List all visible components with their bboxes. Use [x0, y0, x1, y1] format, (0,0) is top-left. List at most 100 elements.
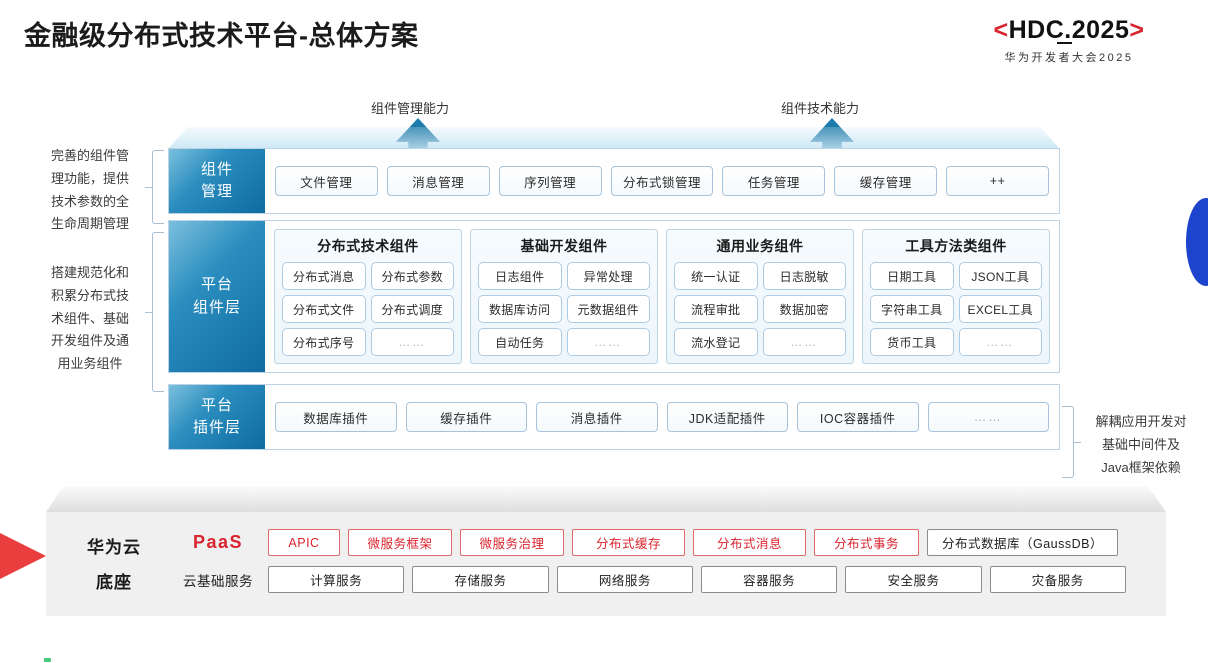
group-grid-general-business: 统一认证 日志脱敏 流程审批 数据加密 流水登记 ……: [674, 262, 846, 356]
cell-json-tool[interactable]: JSON工具: [958, 262, 1042, 290]
group-distributed-tech: 分布式技术组件 分布式消息 分布式参数 分布式文件 分布式调度 分布式序号 ……: [274, 229, 462, 364]
hdc-right-bracket-icon: >: [1129, 16, 1145, 44]
base-chip-security-service[interactable]: 安全服务: [845, 566, 982, 593]
base-chip-network-service[interactable]: 网络服务: [556, 566, 693, 593]
right-brace-plugin: [1062, 406, 1074, 478]
chip-cache-management[interactable]: 缓存管理: [834, 166, 938, 196]
cell-exception-handling[interactable]: 异常处理: [566, 262, 650, 290]
blue-shelf-decoration: [168, 127, 1060, 149]
cell-distributed-file[interactable]: 分布式文件: [282, 295, 366, 323]
chip-task-management[interactable]: 任务管理: [722, 166, 826, 196]
red-wedge-decoration: [0, 510, 46, 602]
cell-unified-authentication[interactable]: 统一认证: [674, 262, 758, 290]
layer-label-text: 平台 组件层: [192, 276, 241, 316]
cell-process-approval[interactable]: 流程审批: [674, 295, 758, 323]
chip-jdk-adapter-plugin[interactable]: JDK适配插件: [666, 402, 788, 432]
base-chip-microservice-governance[interactable]: 微服务治理: [460, 529, 564, 556]
hdc-logo: <HDC.2025> 华为开发者大会2025: [944, 16, 1194, 65]
left-brace-tick-top: [145, 187, 152, 188]
group-title-tool-methods: 工具方法类组件: [905, 238, 1007, 254]
cell-general-business-more[interactable]: ……: [762, 328, 846, 356]
layer-body-component-management: 文件管理 消息管理 序列管理 分布式锁管理 任务管理 缓存管理 ++: [265, 149, 1059, 213]
infrastructure-label: 云基础服务: [183, 573, 253, 589]
cell-automated-task[interactable]: 自动任务: [478, 328, 562, 356]
side-note-component-management: 完善的组件管 理功能，提供 技术参数的全 生命周期管理: [50, 148, 129, 232]
layer-platform-plugin: 平台 插件层 数据库插件 缓存插件 消息插件 JDK适配插件 IOC容器插件 ……: [168, 384, 1060, 450]
green-dot-decoration: [44, 658, 51, 662]
chip-file-management[interactable]: 文件管理: [275, 166, 378, 196]
chip-plugin-more[interactable]: ……: [927, 402, 1049, 432]
layer-component-management: 组件 管理 文件管理 消息管理 序列管理 分布式锁管理 任务管理 缓存管理 ++: [168, 148, 1060, 214]
cell-distributed-sequence[interactable]: 分布式序号: [282, 328, 366, 356]
cell-log-component[interactable]: 日志组件: [478, 262, 562, 290]
cell-distributed-schedule[interactable]: 分布式调度: [370, 295, 454, 323]
base-chip-container-service[interactable]: 容器服务: [700, 566, 838, 593]
base-row-infrastructure: 云基础服务 计算服务 存储服务 网络服务 容器服务 安全服务 灾备服务: [176, 566, 1126, 593]
base-chip-distributed-cache[interactable]: 分布式缓存: [572, 529, 685, 556]
base-chip-distributed-message[interactable]: 分布式消息: [693, 529, 806, 556]
base-chip-compute-service[interactable]: 计算服务: [268, 566, 405, 593]
cell-distributed-parameter[interactable]: 分布式参数: [370, 262, 454, 290]
group-title-distributed-tech: 分布式技术组件: [317, 238, 419, 254]
base-chip-apic[interactable]: APIC: [268, 529, 340, 556]
huawei-cloud-base: [46, 512, 1166, 616]
base-chip-microservice-framework[interactable]: 微服务框架: [348, 529, 452, 556]
cell-data-encryption[interactable]: 数据加密: [762, 295, 846, 323]
cell-transaction-record[interactable]: 流水登记: [674, 328, 758, 356]
cell-string-tool[interactable]: 字符串工具: [870, 295, 954, 323]
chip-database-plugin[interactable]: 数据库插件: [275, 402, 397, 432]
right-brace-tick-plugin: [1074, 442, 1081, 443]
chip-message-plugin[interactable]: 消息插件: [536, 402, 658, 432]
cell-currency-tool[interactable]: 货币工具: [870, 328, 954, 356]
left-brace-tick-middle: [145, 312, 152, 313]
layer-body-platform-components: 分布式技术组件 分布式消息 分布式参数 分布式文件 分布式调度 分布式序号 ………: [265, 221, 1059, 372]
layer-label-text: 组件 管理: [200, 160, 233, 201]
base-chip-disaster-recovery-service[interactable]: 灾备服务: [989, 566, 1126, 593]
cell-log-desensitization[interactable]: 日志脱敏: [762, 262, 846, 290]
layer-label-text: 平台 插件层: [192, 396, 241, 437]
cell-tool-methods-more[interactable]: ……: [958, 328, 1042, 356]
chip-message-management[interactable]: 消息管理: [386, 166, 490, 196]
chip-sequence-management[interactable]: 序列管理: [498, 166, 602, 196]
architecture-stack: 组件 管理 文件管理 消息管理 序列管理 分布式锁管理 任务管理 缓存管理 ++…: [168, 148, 1060, 450]
cell-date-tool[interactable]: 日期工具: [870, 262, 954, 290]
chip-cache-plugin[interactable]: 缓存插件: [405, 402, 527, 432]
layer-label-platform-plugin: 平台 插件层: [169, 385, 265, 449]
group-tool-methods: 工具方法类组件 日期工具 JSON工具 字符串工具 EXCEL工具 货币工具 ……: [862, 229, 1050, 364]
base-chip-distributed-transaction[interactable]: 分布式事务: [814, 529, 919, 556]
group-title-basic-development: 基础开发组件: [520, 238, 608, 254]
page-title: 金融级分布式技术平台-总体方案: [24, 21, 419, 51]
cell-distributed-message[interactable]: 分布式消息: [282, 262, 366, 290]
hdc-logo-subtitle: 华为开发者大会2025: [1004, 52, 1134, 64]
cell-metadata-component[interactable]: 元数据组件: [566, 295, 650, 323]
cell-excel-tool[interactable]: EXCEL工具: [958, 295, 1042, 323]
cell-database-access[interactable]: 数据库访问: [478, 295, 562, 323]
base-title: 华为云 底座: [87, 538, 141, 592]
group-title-general-business: 通用业务组件: [716, 238, 804, 254]
hdc-logo-main: <HDC.2025>: [994, 16, 1145, 45]
hdc-left-bracket-icon: <: [993, 16, 1009, 44]
layer-body-platform-plugin: 数据库插件 缓存插件 消息插件 JDK适配插件 IOC容器插件 ……: [265, 385, 1059, 449]
base-shelf-decoration: [46, 486, 1166, 512]
group-basic-development: 基础开发组件 日志组件 异常处理 数据库访问 元数据组件 自动任务 ……: [470, 229, 658, 364]
cell-basic-development-more[interactable]: ……: [566, 328, 650, 356]
blue-lens-decoration: [1186, 198, 1208, 286]
group-general-business: 通用业务组件 统一认证 日志脱敏 流程审批 数据加密 流水登记 ……: [666, 229, 854, 364]
layer-platform-components: 平台 组件层 分布式技术组件 分布式消息 分布式参数 分布式文件 分布式调度 分…: [168, 220, 1060, 373]
left-brace-middle: [152, 232, 164, 392]
chip-more-plus[interactable]: ++: [946, 166, 1050, 196]
chip-distributed-lock-management[interactable]: 分布式锁管理: [610, 166, 714, 196]
chip-ioc-container-plugin[interactable]: IOC容器插件: [797, 402, 919, 432]
base-chip-storage-service[interactable]: 存储服务: [412, 566, 549, 593]
hdc-logo-text: HDC.2025: [1008, 16, 1130, 44]
arrow-label-technology: 组件技术能力: [781, 101, 860, 116]
arrow-label-management: 组件管理能力: [371, 101, 450, 116]
cell-distributed-more[interactable]: ……: [370, 328, 454, 356]
paas-label: PaaS: [192, 532, 244, 552]
base-chip-distributed-database[interactable]: 分布式数据库（GaussDB）: [927, 529, 1118, 556]
group-grid-tool-methods: 日期工具 JSON工具 字符串工具 EXCEL工具 货币工具 ……: [870, 262, 1042, 356]
layer-label-platform-components: 平台 组件层: [169, 221, 265, 372]
side-note-platform-components: 搭建规范化和 积累分布式技 术组件、基础 开发组件及通 用业务组件: [50, 265, 129, 371]
side-note-plugin-decoupling: 解耦应用开发对 基础中间件及 Java框架依赖: [1095, 414, 1187, 475]
base-row-paas: PaaS APIC 微服务框架 微服务治理 分布式缓存 分布式消息 分布式事务 …: [176, 529, 1126, 556]
